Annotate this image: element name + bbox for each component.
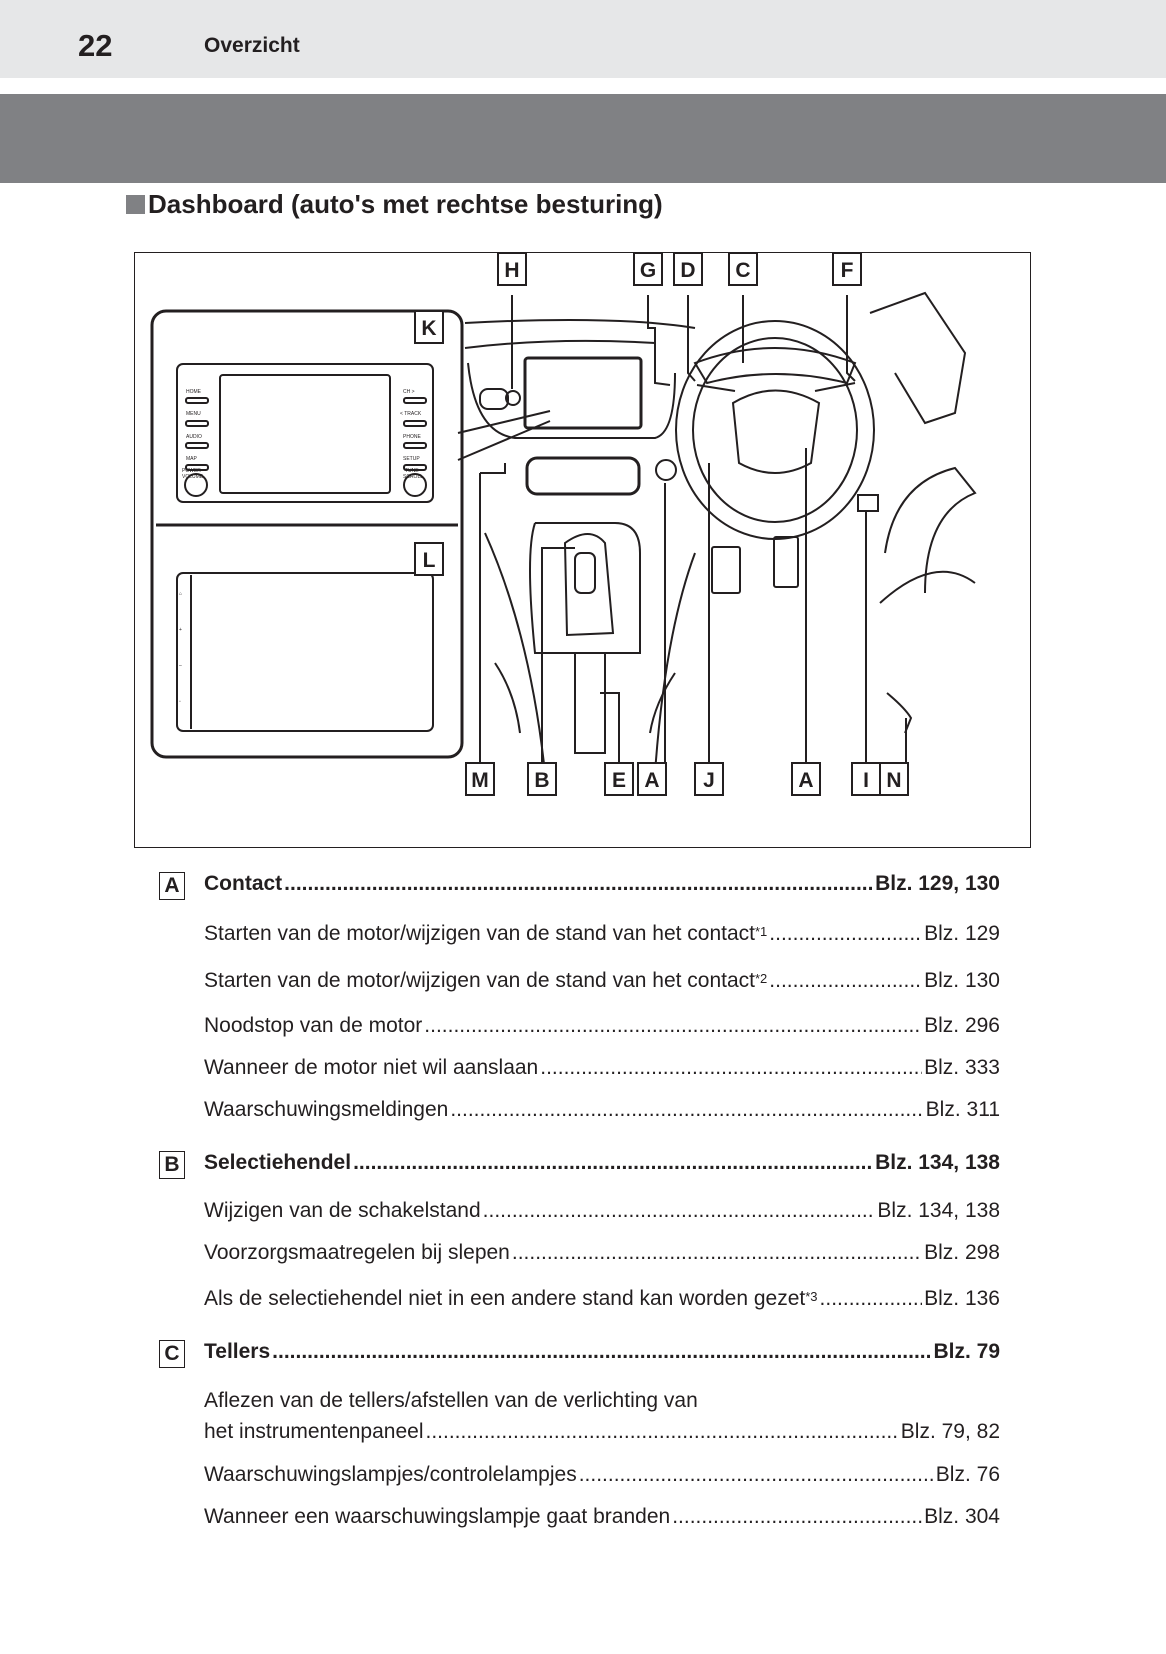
- list-item[interactable]: Noodstop van de motorBlz. 296: [204, 1014, 1000, 1038]
- list-item[interactable]: Waarschuwingslampjes/controlelampjesBlz.…: [204, 1463, 1000, 1487]
- callout-I: I: [851, 762, 881, 796]
- entry-contact[interactable]: Contact Blz. 129, 130: [204, 872, 1000, 896]
- square-bullet-icon: [126, 195, 145, 214]
- list-item[interactable]: Als de selectiehendel niet in een andere…: [204, 1287, 1000, 1311]
- svg-text:B: B: [534, 769, 549, 792]
- list-item[interactable]: het instrumentenpaneelBlz. 79, 82: [204, 1420, 1000, 1444]
- entry-selectiehendel[interactable]: SelectiehendelBlz. 134, 138: [204, 1151, 1000, 1175]
- section-title: Overzicht: [204, 34, 300, 57]
- callout-E: E: [604, 762, 634, 796]
- dashboard-illustration: HOME MENU AUDIO MAP POWER VOLUME CH > < …: [134, 252, 1031, 848]
- svg-text:▫: ▫: [179, 699, 181, 705]
- radio-left-buttons: [184, 397, 427, 497]
- svg-text:D: D: [680, 259, 695, 282]
- svg-text:C: C: [735, 259, 750, 282]
- svg-text:N: N: [886, 769, 901, 792]
- page-header: [0, 0, 1166, 78]
- svg-text:M: M: [471, 769, 489, 792]
- list-item[interactable]: Wanneer een waarschuwingslampje gaat bra…: [204, 1505, 1000, 1529]
- entry-letter-C: C: [159, 1340, 185, 1368]
- page-title-text: Dashboard (auto's met rechtse besturing): [148, 189, 663, 219]
- callout-M: M: [465, 762, 495, 796]
- svg-text:VOLUME: VOLUME: [182, 474, 204, 480]
- list-item[interactable]: Voorzorgsmaatregelen bij slepenBlz. 298: [204, 1241, 1000, 1265]
- list-item[interactable]: Starten van de motor/wijzigen van de sta…: [204, 969, 1000, 993]
- page-number: 22: [78, 28, 113, 63]
- callout-K: K: [414, 310, 444, 344]
- callout-B: B: [527, 762, 557, 796]
- svg-text:G: G: [640, 259, 656, 282]
- list-item[interactable]: Wijzigen van de schakelstandBlz. 134, 13…: [204, 1199, 1000, 1223]
- svg-text:SCROLL: SCROLL: [403, 474, 423, 480]
- list-item[interactable]: Starten van de motor/wijzigen van de sta…: [204, 922, 1000, 946]
- svg-text:⌂: ⌂: [179, 591, 182, 597]
- svg-text:AUDIO: AUDIO: [186, 434, 202, 440]
- page-title: Dashboard (auto's met rechtse besturing): [126, 189, 663, 220]
- list-item[interactable]: WaarschuwingsmeldingenBlz. 311: [204, 1098, 1000, 1122]
- svg-text:POWER: POWER: [182, 468, 201, 474]
- svg-text:E: E: [612, 769, 626, 792]
- list-item-line1: Aflezen van de tellers/afstellen van de …: [204, 1389, 698, 1412]
- svg-text:L: L: [423, 549, 436, 572]
- entry-tellers[interactable]: TellersBlz. 79: [204, 1340, 1000, 1364]
- svg-text:A: A: [644, 769, 659, 792]
- svg-text:SETUP: SETUP: [403, 456, 420, 462]
- svg-text:J: J: [703, 769, 715, 792]
- entry-label: Contact: [204, 872, 283, 895]
- list-item[interactable]: Wanneer de motor niet wil aanslaanBlz. 3…: [204, 1056, 1000, 1080]
- svg-text:TUNE: TUNE: [405, 468, 419, 474]
- entry-letter-B: B: [159, 1151, 185, 1179]
- callout-J: J: [694, 762, 724, 796]
- callout-A-2: A: [791, 762, 821, 796]
- callout-G: G: [633, 253, 663, 286]
- svg-text:I: I: [863, 769, 869, 792]
- entry-letter-A: A: [159, 872, 185, 900]
- chapter-band: [0, 94, 1166, 183]
- radio-label: HOME: [186, 389, 202, 395]
- svg-text:H: H: [504, 259, 519, 282]
- svg-text:F: F: [841, 259, 854, 282]
- svg-text:CH >: CH >: [403, 389, 415, 395]
- callout-C: C: [728, 253, 758, 286]
- svg-text:A: A: [798, 769, 813, 792]
- svg-text:PHONE: PHONE: [403, 434, 421, 440]
- entry-page: Blz. 129, 130: [875, 872, 1000, 895]
- svg-text:K: K: [421, 317, 436, 340]
- svg-text:+: +: [179, 627, 182, 633]
- callout-F: F: [832, 253, 862, 286]
- svg-text:–: –: [179, 663, 182, 669]
- callout-N: N: [879, 762, 909, 796]
- callout-A: A: [637, 762, 667, 796]
- callout-H: H: [497, 253, 527, 286]
- callout-L: L: [414, 542, 444, 576]
- svg-text:< TRACK: < TRACK: [400, 411, 422, 417]
- svg-text:MENU: MENU: [186, 411, 201, 417]
- svg-text:MAP: MAP: [186, 456, 198, 462]
- callout-D: D: [673, 253, 703, 286]
